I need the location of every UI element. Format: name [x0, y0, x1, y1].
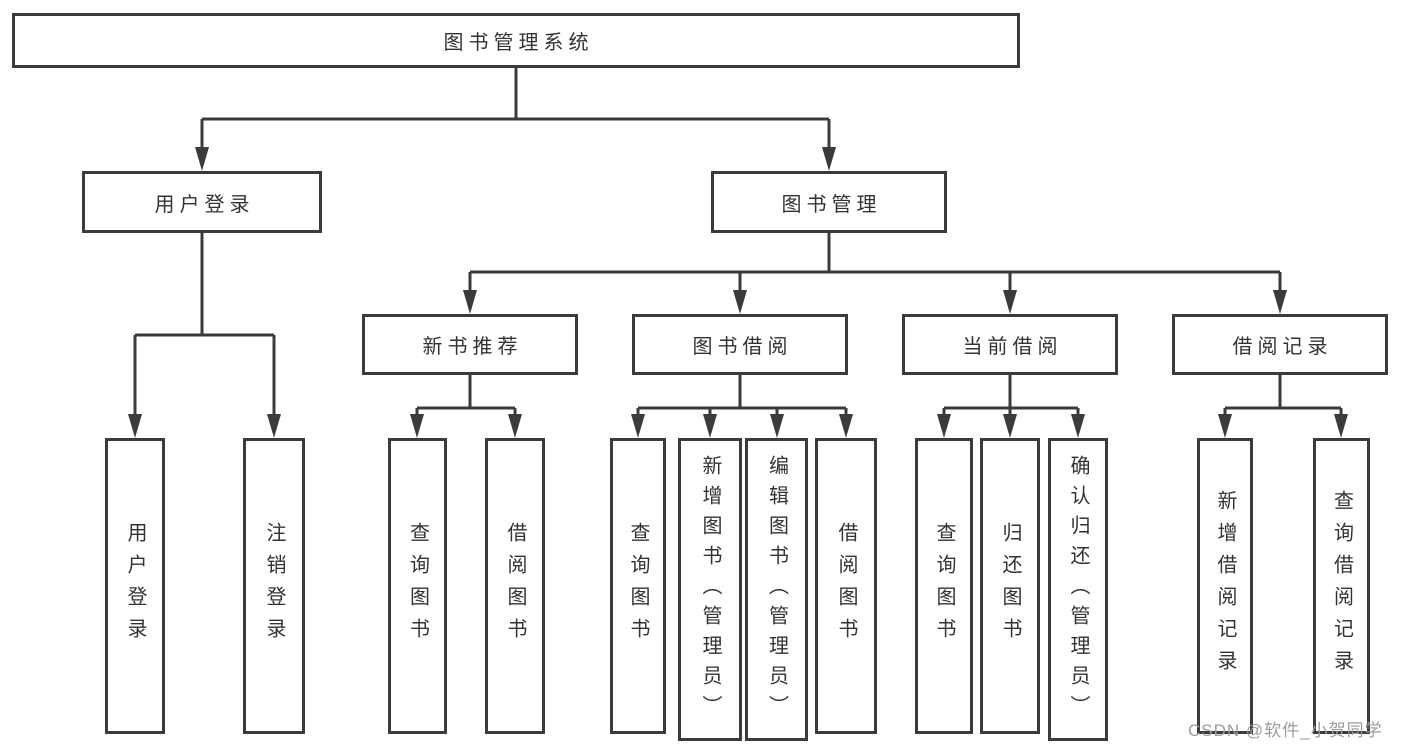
node-library-management-system: 图书管理系统 [12, 13, 1020, 68]
leaf-borrow-books-recommend: 借阅图书 [485, 438, 545, 734]
leaf-query-books-borrowing: 查询图书 [610, 438, 666, 734]
node-borrowing-records: 借阅记录 [1172, 314, 1388, 375]
leaf-confirm-return-admin: 确认归还（管理员） [1048, 438, 1108, 741]
leaf-edit-book-admin: 编辑图书（管理员） [745, 438, 808, 741]
node-book-management: 图书管理 [711, 171, 947, 233]
leaf-user-login: 用户登录 [105, 438, 165, 734]
leaf-query-borrow-record: 查询借阅记录 [1313, 438, 1370, 734]
leaf-add-borrow-record: 新增借阅记录 [1197, 438, 1253, 734]
leaf-query-books-current: 查询图书 [915, 438, 973, 734]
leaf-return-books: 归还图书 [980, 438, 1040, 734]
leaf-add-book-admin: 新增图书（管理员） [678, 438, 742, 741]
csdn-watermark: CSDN @软件_小贺同学 [1188, 721, 1383, 740]
leaf-borrow-books-borrowing: 借阅图书 [815, 438, 877, 734]
node-current-borrowing: 当前借阅 [902, 314, 1118, 375]
node-new-book-recommendation: 新书推荐 [362, 314, 578, 375]
leaf-logout: 注销登录 [243, 438, 305, 734]
node-user-login: 用户登录 [82, 171, 322, 233]
leaf-query-books-recommend: 查询图书 [388, 438, 447, 734]
node-book-borrowing: 图书借阅 [632, 314, 848, 375]
